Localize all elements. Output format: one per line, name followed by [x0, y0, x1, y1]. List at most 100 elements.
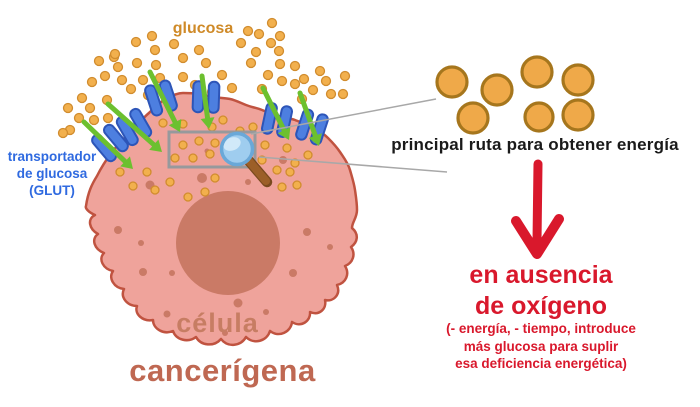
glucose-dot	[57, 127, 69, 139]
note-line2: más glucosa para suplir	[463, 338, 619, 354]
glucose-dot	[158, 118, 168, 128]
glucose-molecule-large	[456, 101, 490, 135]
callout-line-top	[250, 98, 437, 135]
glut-label-line2: de glucosa	[16, 166, 88, 181]
glucose-dot	[112, 61, 124, 73]
glucose-dot	[150, 59, 162, 71]
glut-label-line1: transportador	[7, 149, 97, 164]
glucose-dot	[165, 177, 175, 187]
glucose-dot	[289, 60, 301, 72]
glucose-molecule-large	[561, 63, 595, 97]
glucose-dot	[177, 52, 189, 64]
absence-of-oxygen-label: en ausencia de oxígeno	[438, 260, 644, 322]
uptake-arrow-shaft	[81, 119, 128, 164]
glucose-dot	[248, 122, 258, 132]
zoom-region-box	[167, 130, 257, 169]
glucose-dot	[282, 143, 292, 153]
glucose-dot	[210, 173, 220, 183]
glucose-dot	[86, 76, 98, 88]
glucose-dot	[125, 83, 137, 95]
glucose-dot	[226, 82, 238, 94]
glucose-molecule-large	[435, 65, 469, 99]
cell-spot	[263, 309, 269, 315]
glucose-dot	[314, 65, 326, 77]
uptake-arrow-shaft	[297, 90, 318, 139]
uptake-arrow-shaft	[105, 101, 157, 148]
glucose-dot	[290, 158, 300, 168]
magnifier-icon	[219, 131, 273, 188]
glucose-dot	[193, 44, 205, 56]
magnifier-rim	[219, 131, 255, 167]
cell-spot	[114, 226, 122, 234]
absence-line2: de oxígeno	[475, 292, 607, 320]
glucose-dot	[116, 74, 128, 86]
glucose-molecules-magnified	[435, 55, 595, 135]
glut-transporter-label: transportador de glucosa (GLUT)	[0, 148, 104, 199]
glucose-dot	[285, 167, 295, 177]
glucose-dot	[84, 102, 96, 114]
glucose-dot	[276, 75, 288, 87]
uptake-arrow-head	[277, 127, 291, 140]
glucose-dot	[216, 69, 228, 81]
glucose-dot	[266, 17, 278, 29]
note-line1: (- energía, - tiempo, introduce	[446, 321, 636, 336]
uptake-arrow-head	[120, 156, 133, 169]
glucose-dot	[274, 58, 286, 70]
glucose-dot	[137, 74, 149, 86]
glucose-dot	[210, 138, 220, 148]
absence-line1: en ausencia	[469, 261, 613, 289]
uptake-arrow-shaft	[260, 85, 287, 133]
glucose-dot	[253, 28, 265, 40]
uptake-arrow-head	[200, 117, 215, 129]
red-down-arrow-icon	[511, 159, 564, 259]
glucose-dot	[245, 57, 257, 69]
uptake-arrow-head	[308, 133, 322, 146]
glucose-label: glucosa	[172, 20, 234, 37]
glucose-dot	[128, 181, 138, 191]
cell-spot	[163, 310, 171, 318]
uptake-arrow-shaft	[147, 69, 178, 125]
cell-spot	[245, 179, 251, 185]
glucose-dot	[307, 84, 319, 96]
glucose-dot	[242, 25, 254, 37]
cell-nucleus	[176, 191, 280, 295]
cell-label: célula	[176, 308, 259, 338]
glucose-dot	[235, 37, 247, 49]
glucose-dot	[272, 165, 282, 175]
magnifier-lens-sheen	[223, 137, 241, 151]
cell-spot	[197, 173, 207, 183]
uptake-arrow-head	[149, 139, 162, 152]
glucose-dot	[339, 70, 351, 82]
glucose-dot	[102, 112, 114, 124]
glucose-dot	[88, 114, 100, 126]
glucose-dot	[177, 71, 189, 83]
glucose-dot	[200, 57, 212, 69]
main-route-label: principal ruta para obtener energía	[391, 135, 679, 154]
glucose-dot	[200, 187, 210, 197]
glucose-dot	[265, 37, 277, 49]
glucose-dot	[289, 78, 301, 90]
glucose-dot	[260, 140, 270, 150]
glucose-dot	[205, 149, 215, 159]
glut-label-line3: (GLUT)	[29, 183, 75, 198]
glucose-dot	[73, 112, 85, 124]
glucose-dot	[292, 180, 302, 190]
glucose-dot	[131, 57, 143, 69]
glucose-dot	[93, 55, 105, 67]
transporter-right-lobe	[207, 80, 221, 114]
glucose-dot	[277, 182, 287, 192]
uptake-arrow-head	[168, 119, 182, 132]
cancer-label: cancerígena	[129, 353, 316, 388]
glucose-dot	[178, 140, 188, 150]
glut-transporter-icon	[144, 79, 178, 117]
glucose-dot	[99, 70, 111, 82]
cell-spot	[138, 240, 144, 246]
magnifier-handle	[245, 157, 270, 185]
cell-spot	[303, 228, 311, 236]
glucose-dot	[194, 136, 204, 146]
glucose-dot	[168, 38, 180, 50]
glucose-dot	[142, 167, 152, 177]
glucose-dot	[149, 44, 161, 56]
